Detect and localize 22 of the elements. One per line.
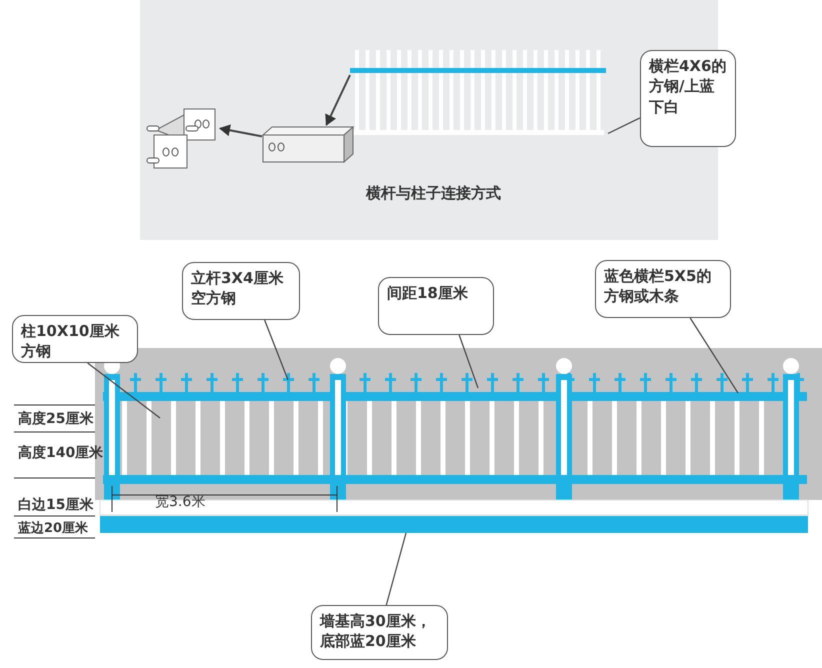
dimension-label: 高度25厘米 bbox=[18, 410, 94, 428]
leader-line bbox=[386, 532, 407, 606]
leader-line bbox=[458, 334, 479, 388]
leader-line bbox=[264, 320, 289, 380]
leader-line bbox=[690, 318, 738, 394]
callout-bubble: 间距18厘米 bbox=[378, 277, 494, 335]
callout-bubble: 蓝色横栏5X5的方钢或木条 bbox=[595, 260, 731, 318]
arrow bbox=[219, 124, 262, 138]
connector-sleeve-drawing bbox=[262, 125, 354, 163]
dimension-label: 高度140厘米 bbox=[18, 444, 104, 462]
dimension-label: 蓝边20厘米 bbox=[18, 520, 88, 537]
diagram-caption: 横杆与柱子连接方式 bbox=[366, 184, 501, 203]
callout-bubble: 横栏4X6的方钢/上蓝下白 bbox=[640, 50, 736, 147]
dimension-label: 白边15厘米 bbox=[18, 496, 94, 514]
callout-bubble: 墙基高30厘米，底部蓝20厘米 bbox=[311, 605, 448, 660]
leader-line bbox=[87, 362, 160, 418]
callout-bubble: 柱10X10厘米方钢 bbox=[12, 315, 138, 363]
arrow bbox=[325, 74, 351, 126]
callout-bubble: 立杆3X4厘米空方钢 bbox=[182, 262, 300, 320]
leader-line bbox=[608, 117, 640, 134]
dimension-label: 宽3.6米 bbox=[155, 493, 206, 511]
railing-drawing bbox=[350, 48, 608, 138]
